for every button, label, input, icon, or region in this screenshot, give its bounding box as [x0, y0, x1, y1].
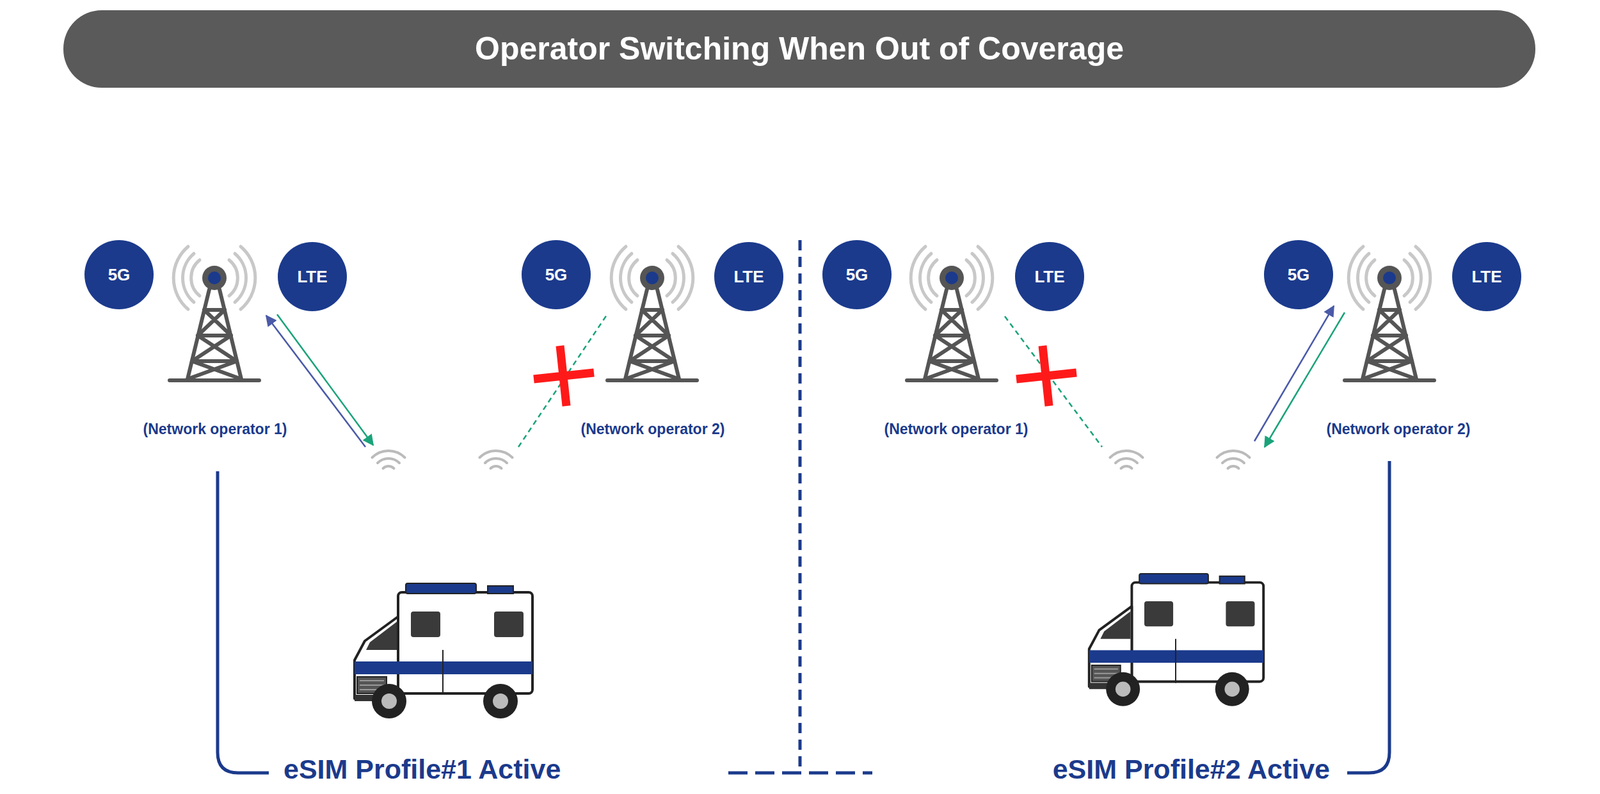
uplink-arrow	[1254, 305, 1334, 441]
badge-text: 5G	[545, 264, 568, 285]
ambulance	[1089, 573, 1264, 706]
bracket-line	[217, 471, 269, 773]
network-badge: 5G	[822, 240, 892, 310]
operator-label: (Network operator 2)	[581, 420, 726, 438]
network-badge: LTE	[1015, 241, 1085, 312]
operator-label: (Network operator 1)	[143, 420, 288, 438]
profile-label: eSIM Profile#2 Active	[1052, 753, 1330, 785]
tower	[169, 246, 260, 381]
bracket-line	[1347, 460, 1390, 773]
no-signal-cross	[533, 345, 1077, 406]
badge-text: 5G	[846, 264, 869, 285]
antenna-icon	[1110, 450, 1144, 469]
antenna-icon	[1217, 450, 1250, 469]
badge-text: LTE	[733, 266, 764, 287]
antenna-icon	[372, 450, 406, 469]
antenna-icon	[480, 450, 513, 469]
network-badge: LTE	[714, 241, 784, 312]
network-badge: 5G	[1264, 240, 1334, 310]
profile-label: eSIM Profile#1 Active	[283, 753, 561, 785]
network-badge: LTE	[1452, 241, 1522, 312]
ambulance	[354, 583, 533, 719]
network-badge: 5G	[521, 240, 591, 310]
badge-text: LTE	[296, 266, 328, 287]
divider	[798, 240, 802, 773]
badge-text: LTE	[1034, 266, 1065, 287]
badge-text: LTE	[1471, 266, 1502, 287]
network-badge: 5G	[84, 240, 154, 310]
tower	[906, 246, 997, 381]
title-bar	[63, 10, 1536, 88]
diagram-title: Operator Switching When Out of Coverage	[474, 30, 1124, 68]
downlink-arrow	[277, 314, 374, 445]
tower	[607, 246, 697, 381]
tower	[1344, 246, 1435, 381]
operator-label: (Network operator 1)	[884, 420, 1029, 438]
network-badge: LTE	[277, 241, 347, 312]
operator-label: (Network operator 2)	[1326, 420, 1471, 438]
badge-text: 5G	[1287, 264, 1311, 285]
divider	[728, 771, 873, 775]
badge-text: 5G	[108, 264, 131, 285]
